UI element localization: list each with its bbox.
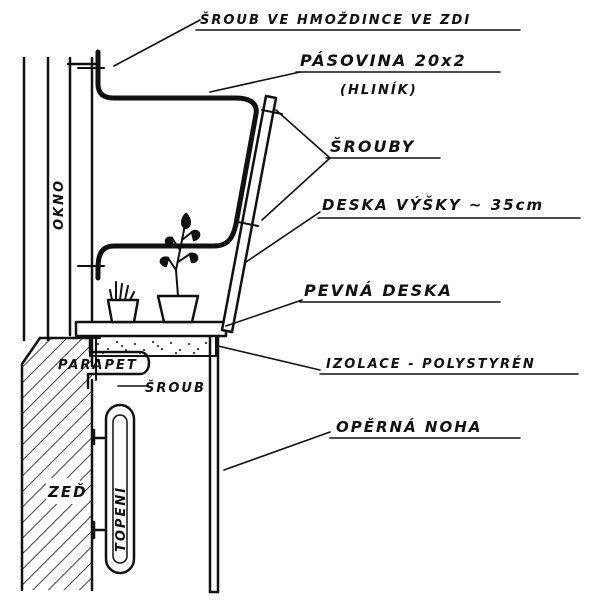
wall-screw [77, 67, 105, 267]
label-strip-material: (HLINÍK) [340, 82, 418, 98]
label-insulation: IZOLACE - POLYSTYRÉN [326, 356, 536, 372]
small-pot [106, 281, 140, 324]
label-screws: ŠROUBY [330, 136, 415, 156]
large-pot [156, 212, 201, 324]
wall [20, 336, 94, 592]
window-label: OKNO [52, 179, 67, 230]
parapet [86, 338, 151, 390]
parapet-label: PARAPET [58, 358, 138, 373]
heating-label: TOPENÍ [113, 486, 129, 552]
screw-label: ŠROUB [145, 380, 206, 396]
label-screw-in-wall: ŠROUB VE HMOŽDINCE VE ZDI [200, 12, 471, 28]
wall-label: ZEĎ [47, 482, 88, 501]
support-leg [208, 334, 220, 594]
radiator [92, 403, 136, 575]
label-board-height: DESKA VÝŠKY ~ 35cm [322, 194, 544, 214]
label-fixed-board: PEVNÁ DESKA [304, 281, 453, 300]
label-strip: PÁSOVINA 20x2 [300, 51, 467, 70]
leader-lines [113, 19, 331, 471]
aluminium-strip [95, 49, 259, 281]
fixed-board [74, 320, 228, 338]
window-frame [22, 56, 97, 342]
label-support-leg: OPĚRNÁ NOHA [336, 417, 482, 436]
parapet-screw [91, 337, 101, 381]
